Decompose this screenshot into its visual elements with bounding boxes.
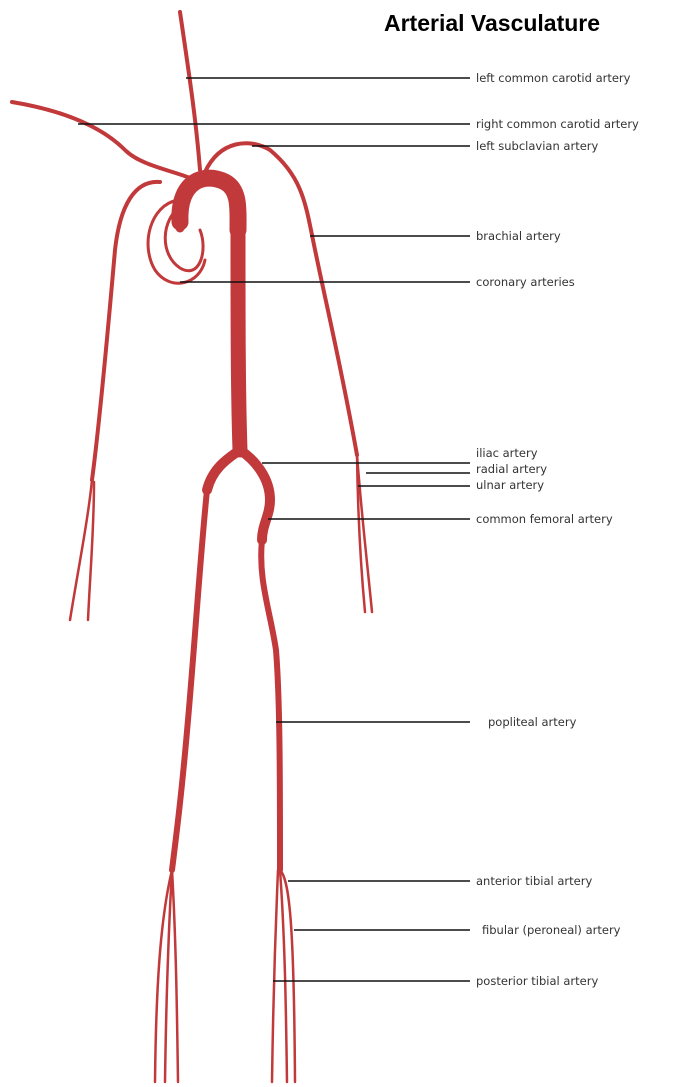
aortic-arch-vessel <box>180 178 238 230</box>
label-common-femoral: common femoral artery <box>476 512 613 526</box>
label-ulnar: ulnar artery <box>476 478 544 492</box>
left-iliac-vessel <box>207 450 240 490</box>
right-common-carotid-vessel <box>12 102 190 178</box>
right-posterior-tibial-vessel <box>272 870 278 1082</box>
left-common-carotid-vessel <box>180 12 200 170</box>
label-popliteal: popliteal artery <box>488 715 577 729</box>
label-fibular: fibular (peroneal) artery <box>482 923 621 937</box>
label-left-subclavian: left subclavian artery <box>476 139 599 153</box>
label-iliac: iliac artery <box>476 446 538 460</box>
descending-aorta-vessel <box>238 230 240 450</box>
label-right-common-carotid: right common carotid artery <box>476 117 639 131</box>
label-coronary: coronary arteries <box>476 275 575 289</box>
right-fibular-vessel <box>280 870 287 1082</box>
label-anterior-tibial: anterior tibial artery <box>476 874 592 888</box>
left-brachial-vessel <box>312 235 357 455</box>
right-femoral-vessel <box>261 540 280 870</box>
label-radial: radial artery <box>476 462 547 476</box>
label-posterior-tibial: posterior tibial artery <box>476 974 598 988</box>
label-left-common-carotid: left common carotid artery <box>476 71 631 85</box>
label-brachial: brachial artery <box>476 229 561 243</box>
left-femoral-vessel <box>172 490 207 870</box>
left-tibial-vessel-c <box>172 870 178 1082</box>
